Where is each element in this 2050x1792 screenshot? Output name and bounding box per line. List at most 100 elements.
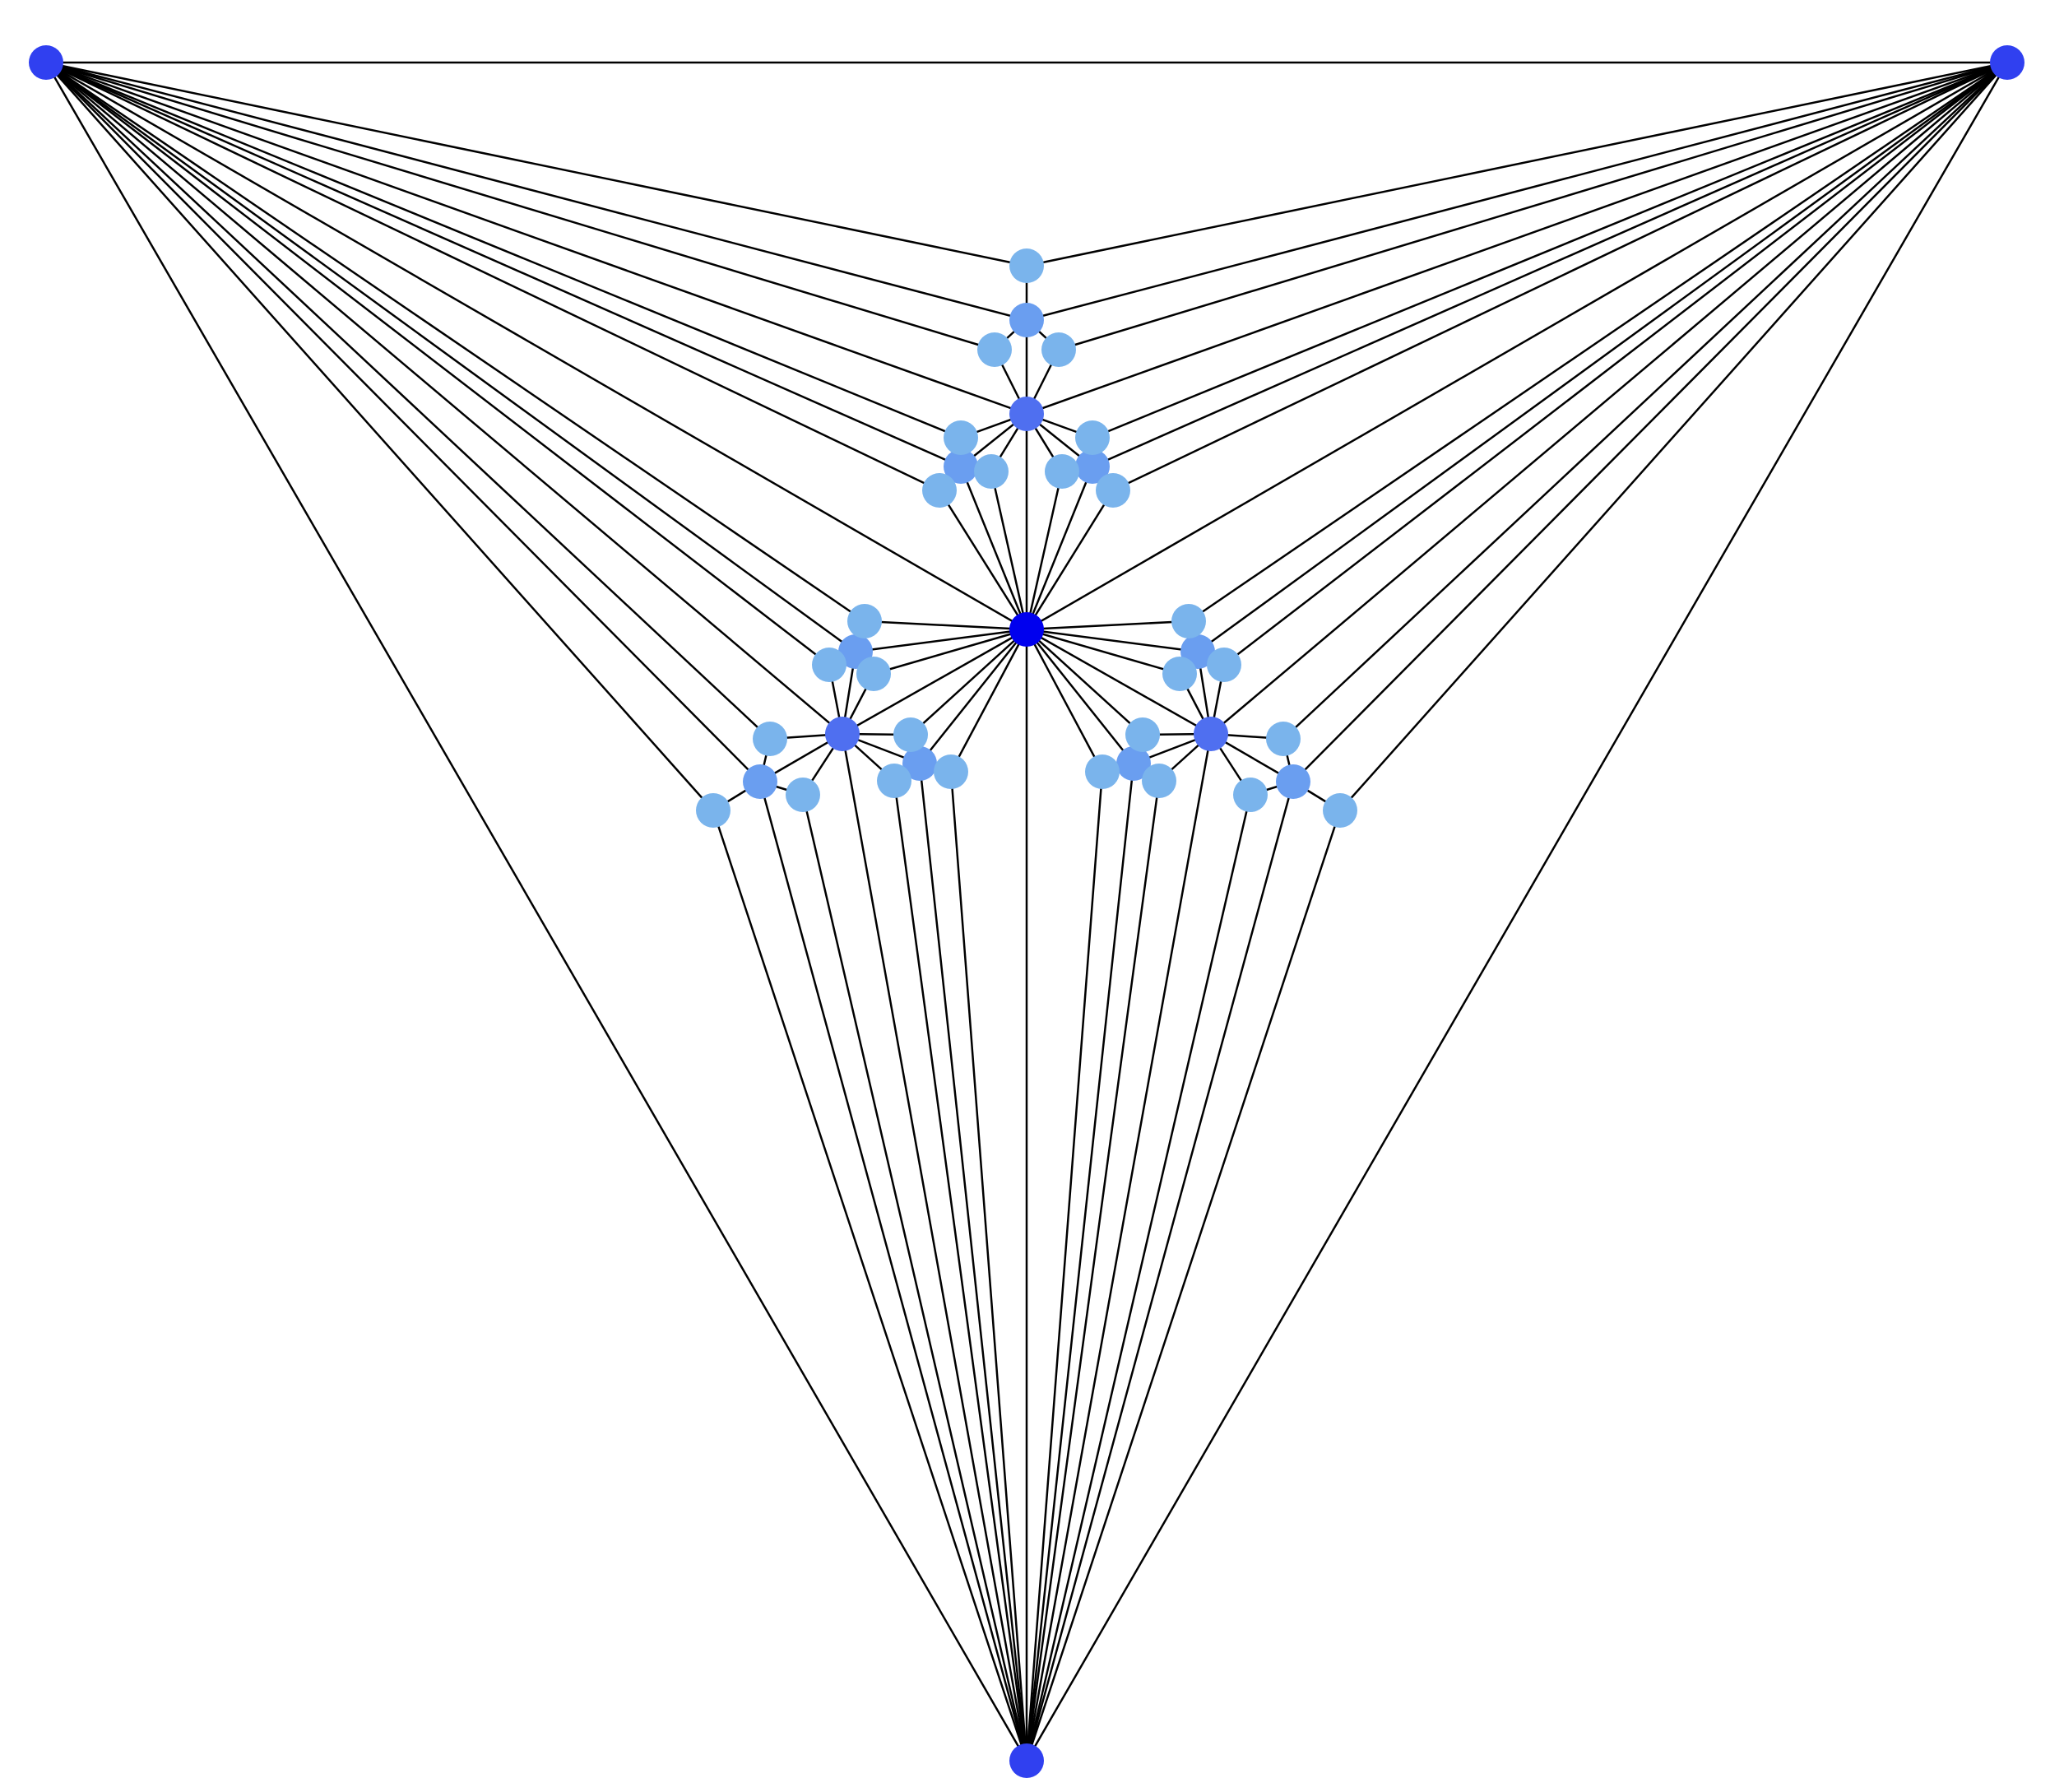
graph-edge [893,780,1028,1762]
graph-node [1171,604,1206,638]
graph-node [1194,717,1228,751]
graph-edge [1026,61,2008,416]
graph-edge [873,628,1027,675]
graph-node [1990,45,2024,80]
graph-edge [45,61,1027,416]
graph-edge [938,490,1028,630]
graph-edge [1025,763,1135,1762]
graph-edge [45,62,771,740]
graph-edge [1025,466,1094,630]
graph-node [934,754,968,789]
graph-edge [1026,628,1180,675]
graph-edge [1092,61,2008,439]
graph-edge [1025,629,1104,773]
graph-edge [45,61,865,623]
graph-edge [959,466,1028,630]
graph-node [1162,657,1197,691]
graph-node [1075,420,1110,455]
graph-edge [1025,471,1064,630]
graph-node [786,778,820,812]
graph-node [1009,612,1044,647]
graph-edge [45,61,1027,322]
graph-edge [1026,629,1134,764]
graph-edge [949,771,1028,1762]
graph-node [902,746,937,781]
graph-edge [45,61,995,351]
graph-node [944,449,978,484]
graph-edge [1026,61,2008,267]
graph-node [1276,764,1310,799]
graph-edge [1026,628,1212,736]
graph-node [974,454,1009,489]
graph-edge [45,62,843,735]
graph-edge [949,629,1028,773]
graph-edge [1025,62,2009,1762]
graph-node [847,604,882,638]
graph-node [1009,303,1044,337]
graph-edge [1025,810,1342,1762]
graph-node [1116,746,1151,781]
graph-edge [45,61,1027,267]
graph-edge [801,794,1028,1762]
graph-edge [45,62,830,666]
edges-layer [44,61,2009,1762]
nodes-layer [29,45,2024,1778]
graph-node [29,45,63,80]
graph-node [1045,454,1079,489]
graph-edge [1210,62,2008,735]
graph-node [877,764,911,798]
graph-edge [45,62,714,811]
graph-edge [1292,62,2008,782]
graph-edge [1025,733,1213,1762]
graph-node [1233,778,1268,812]
graph-node [1009,397,1044,431]
graph-node [1096,473,1130,508]
graph-edge [1112,61,2008,492]
graph-node [1085,754,1120,789]
graph-edge [1026,61,2008,322]
graph-node [922,473,957,508]
graph-edge [864,620,1027,631]
graph-edge [1025,780,1161,1762]
graph-edge [841,733,1028,1762]
graph-edge [712,810,1028,1762]
graph-edge [44,62,1028,1762]
graph-edge [1339,62,2008,811]
graph-edge [45,61,940,492]
graph-node [1142,764,1176,798]
graph-edge [842,628,1027,736]
graph-edge [1026,629,1143,736]
graph-edge [758,781,1028,1762]
graph-edge [918,763,1028,1762]
graph-edge [1026,620,1190,631]
graph-node [1009,1743,1044,1778]
graph-node [1266,722,1301,756]
graph-node [825,717,860,751]
graph-node [743,764,777,799]
graph-edge [1223,62,2008,666]
graph-node [1041,332,1076,367]
graph-node [1075,449,1110,484]
graph-node [1125,717,1160,752]
graph-node [753,722,787,756]
graph-edge [1282,62,2008,740]
graph-edge [910,629,1027,736]
graph-edge [1188,61,2008,623]
graph-edge [45,61,962,468]
graph-node [1207,648,1241,682]
graph-node [977,332,1012,367]
graph-edge [1026,61,2008,631]
graph-node [1009,248,1044,283]
graph-edge [1092,61,2008,468]
graph-edge [1025,781,1295,1762]
graph-node [856,657,891,691]
graph-edge [1026,628,1199,653]
graph-edge [45,61,962,439]
graph-node [696,793,730,828]
graph-edge [1197,61,2008,653]
graph-edge [45,62,761,782]
graph-edge [1058,61,2008,351]
graph-node [944,420,978,455]
